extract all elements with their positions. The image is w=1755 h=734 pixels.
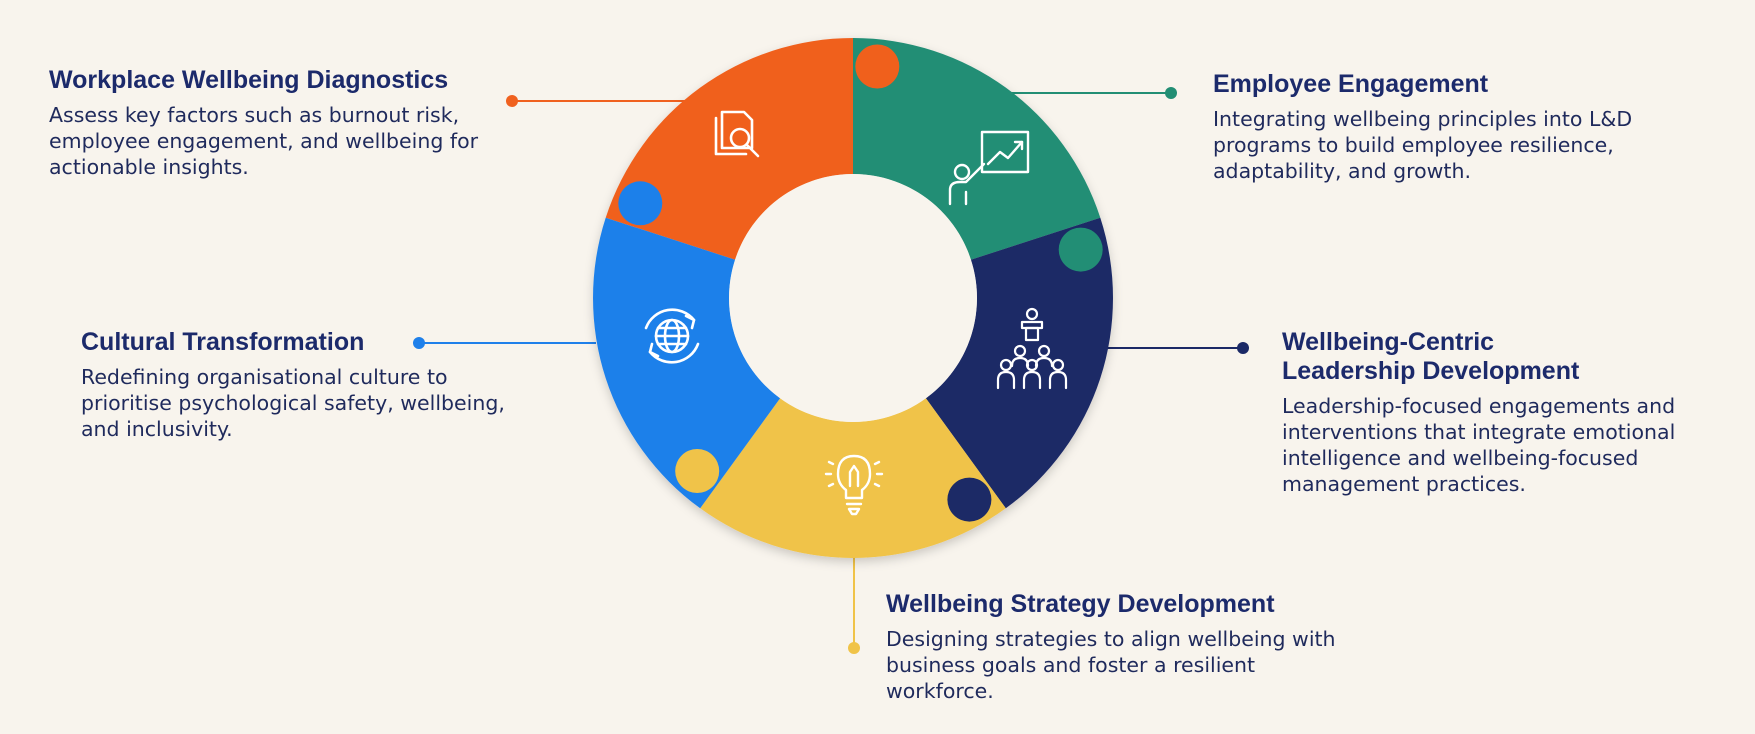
block-engagement: Employee Engagement Integrating wellbein…	[1213, 70, 1713, 184]
segment-engagement	[853, 38, 1101, 260]
segment-tab	[855, 44, 900, 89]
title-engagement: Employee Engagement	[1213, 70, 1489, 98]
connector-dot-diagnostics	[506, 95, 518, 107]
desc-culture: Redefining organisational culture to pri…	[81, 365, 505, 441]
desc-diagnostics: Assess key factors such as burnout risk,…	[49, 103, 479, 179]
ring-center-hole	[729, 174, 977, 422]
segment-tab	[1058, 227, 1103, 272]
segment-culture	[593, 217, 781, 509]
title-culture: Cultural Transformation	[81, 328, 365, 356]
block-diagnostics: Workplace Wellbeing Diagnostics Assess k…	[49, 66, 529, 180]
block-leadership: Wellbeing-Centric Leadership Development…	[1282, 328, 1752, 497]
block-culture: Cultural Transformation Redefining organ…	[81, 328, 561, 442]
lightbulb-pencil-icon	[824, 454, 884, 516]
desc-strategy: Designing strategies to align wellbeing …	[886, 627, 1336, 703]
block-strategy: Wellbeing Strategy Development Designing…	[886, 590, 1406, 704]
connector-dot-engagement	[1165, 87, 1177, 99]
title-diagnostics: Workplace Wellbeing Diagnostics	[49, 66, 449, 94]
speaker-audience-icon	[996, 307, 1068, 390]
globe-cycle-icon	[644, 308, 700, 364]
segment-strategy	[700, 398, 1006, 558]
desc-engagement: Integrating wellbeing principles into L&…	[1213, 107, 1633, 183]
connector-dot-strategy	[848, 642, 860, 654]
segment-leadership	[925, 217, 1113, 509]
desc-leadership: Leadership-focused engagements and inter…	[1282, 394, 1676, 496]
document-search-icon	[714, 110, 760, 158]
presentation-chart-icon	[948, 130, 1030, 206]
connector-dot-leadership	[1237, 342, 1249, 354]
segment-tab	[675, 449, 720, 493]
connectors	[413, 87, 1249, 654]
title-leadership: Wellbeing-Centric Leadership Development	[1282, 328, 1580, 385]
title-strategy: Wellbeing Strategy Development	[886, 590, 1275, 618]
segment-tab	[947, 477, 992, 522]
connector-dot-culture	[413, 337, 425, 349]
segment-tab	[618, 181, 663, 226]
